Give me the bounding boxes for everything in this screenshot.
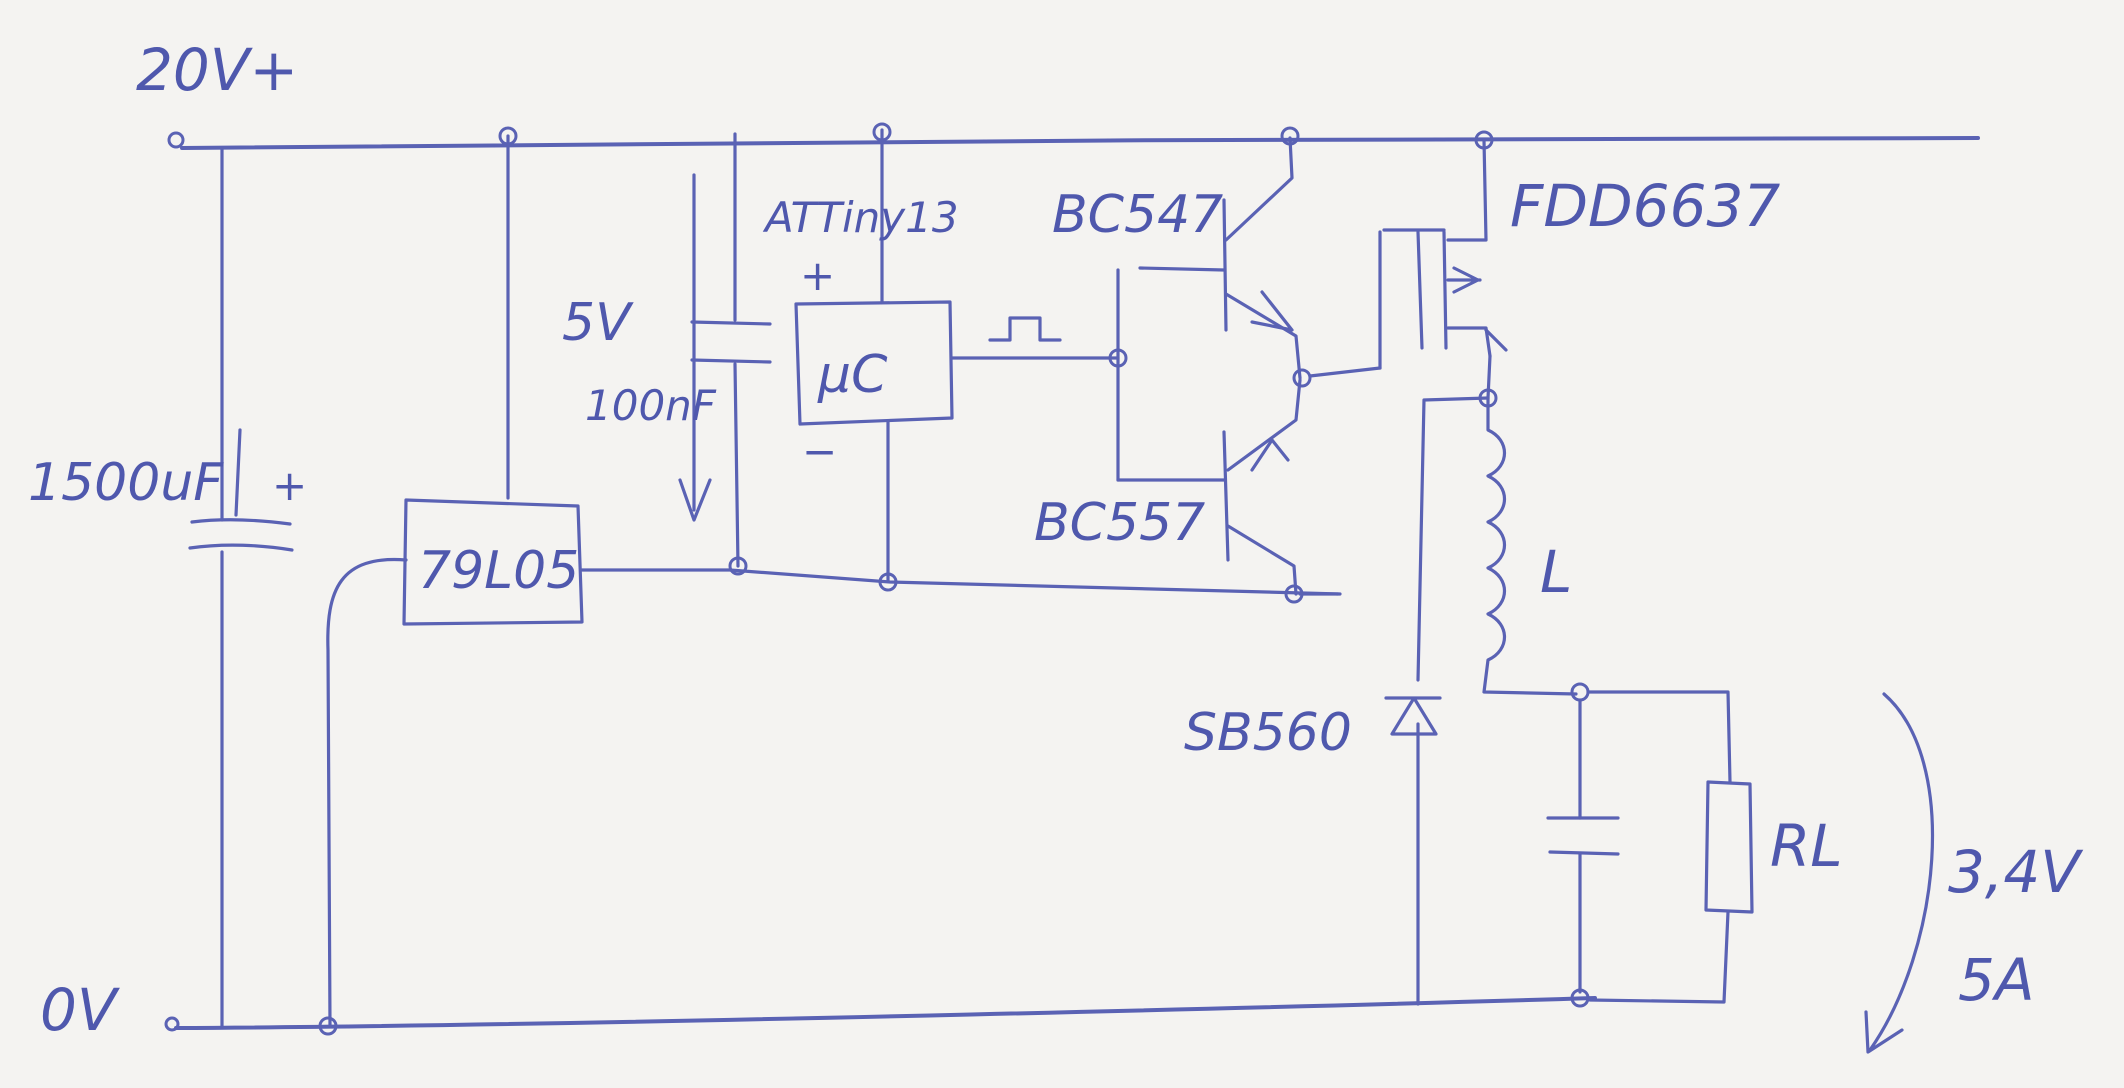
junction-mcu-gnd (878, 572, 898, 592)
cap-bulk-plus-sign: + (272, 461, 307, 510)
junction-output-bottom (1570, 988, 1590, 1008)
junction-mosfet-source (1474, 130, 1494, 150)
mosfet-drain-wire (1446, 326, 1492, 358)
output-cap-plate-bottom (1548, 850, 1620, 856)
cap-decoupling-label: 100nF (585, 381, 717, 430)
load-label: RL (1770, 812, 1843, 880)
load-bottom-wire (1588, 910, 1730, 1004)
supply-terminal (167, 131, 185, 149)
driver-output-wire (1308, 366, 1382, 378)
regulator-box (402, 498, 584, 626)
cap-bulk-plate-bottom (188, 543, 294, 552)
mosfet-label: FDD6637 (1510, 172, 1780, 240)
npn-base-bar (1222, 198, 1228, 332)
voltage-arrow-5v (678, 173, 712, 522)
output-voltage-arrow (1864, 692, 1935, 1054)
diode-label: SB560 (1184, 703, 1352, 763)
junction-regulator-ground (318, 1016, 338, 1036)
diode-symbol (1384, 696, 1442, 736)
inductor-label: L (1540, 538, 1572, 606)
reg-out-voltage-label: 5V (562, 293, 634, 353)
cap-decoupling-plate-bottom (690, 358, 772, 364)
pnp-base-bar (1222, 430, 1230, 562)
junction-mcu-vcc (872, 122, 892, 142)
output-voltage-label: 3,4V (1948, 838, 2084, 906)
supply-rail (180, 135, 1980, 150)
mcu-box (794, 300, 954, 426)
cap-bulk-plate-top (190, 518, 292, 526)
regulator-label: 79L05 (418, 541, 579, 601)
junction-driver-output (1292, 368, 1312, 388)
npn-base-wire (1138, 266, 1226, 272)
mosfet-source-wire (1446, 138, 1488, 242)
output-current-label: 5A (1958, 946, 2035, 1014)
mosfet-body-arrow (1446, 266, 1482, 294)
junction-regulator-top (498, 126, 518, 146)
npn-emitter (1224, 292, 1302, 380)
load-resistor (1704, 780, 1754, 914)
pnp-emitter-arrow (1250, 438, 1290, 472)
regulator-output-wire (580, 568, 1342, 596)
npn-label: BC547 (1052, 185, 1223, 245)
mcu-name-label: ATTiny13 (762, 193, 959, 242)
mosfet-channel (1416, 230, 1448, 350)
junction-npn-collector (1280, 126, 1300, 146)
output-top-wire (1586, 690, 1732, 784)
npn-collector (1224, 136, 1294, 242)
mcu-plus-label: + (800, 251, 835, 300)
cap-decoupling-lower-wire (733, 362, 740, 568)
pnp-collector (1226, 524, 1298, 596)
ground-rail (174, 996, 1597, 1030)
supply-label: 20V+ (136, 36, 298, 104)
pnp-emitter (1226, 378, 1302, 472)
ground-terminal (164, 1016, 180, 1032)
npn-emitter-arrow (1250, 290, 1294, 332)
mcu-symbol: μC (817, 345, 888, 405)
inductor-stub (1484, 328, 1508, 352)
switch-node-wire (1486, 354, 1492, 400)
cap-decoupling-plate-top (690, 320, 772, 326)
mcu-minus-label: − (802, 427, 837, 476)
pwm-waveform-icon (988, 316, 1062, 342)
junction-output-top (1570, 682, 1590, 702)
ground-label: 0V (40, 976, 121, 1044)
junction-cap-bottom (728, 556, 748, 576)
inductor-coil (1482, 396, 1578, 696)
pnp-label: BC557 (1034, 493, 1205, 553)
regulator-left-wire (326, 557, 408, 1028)
diode-wire (1416, 396, 1490, 682)
cap-bulk-side-mark (234, 428, 242, 517)
cap-bulk-label: 1500uF (28, 453, 224, 513)
